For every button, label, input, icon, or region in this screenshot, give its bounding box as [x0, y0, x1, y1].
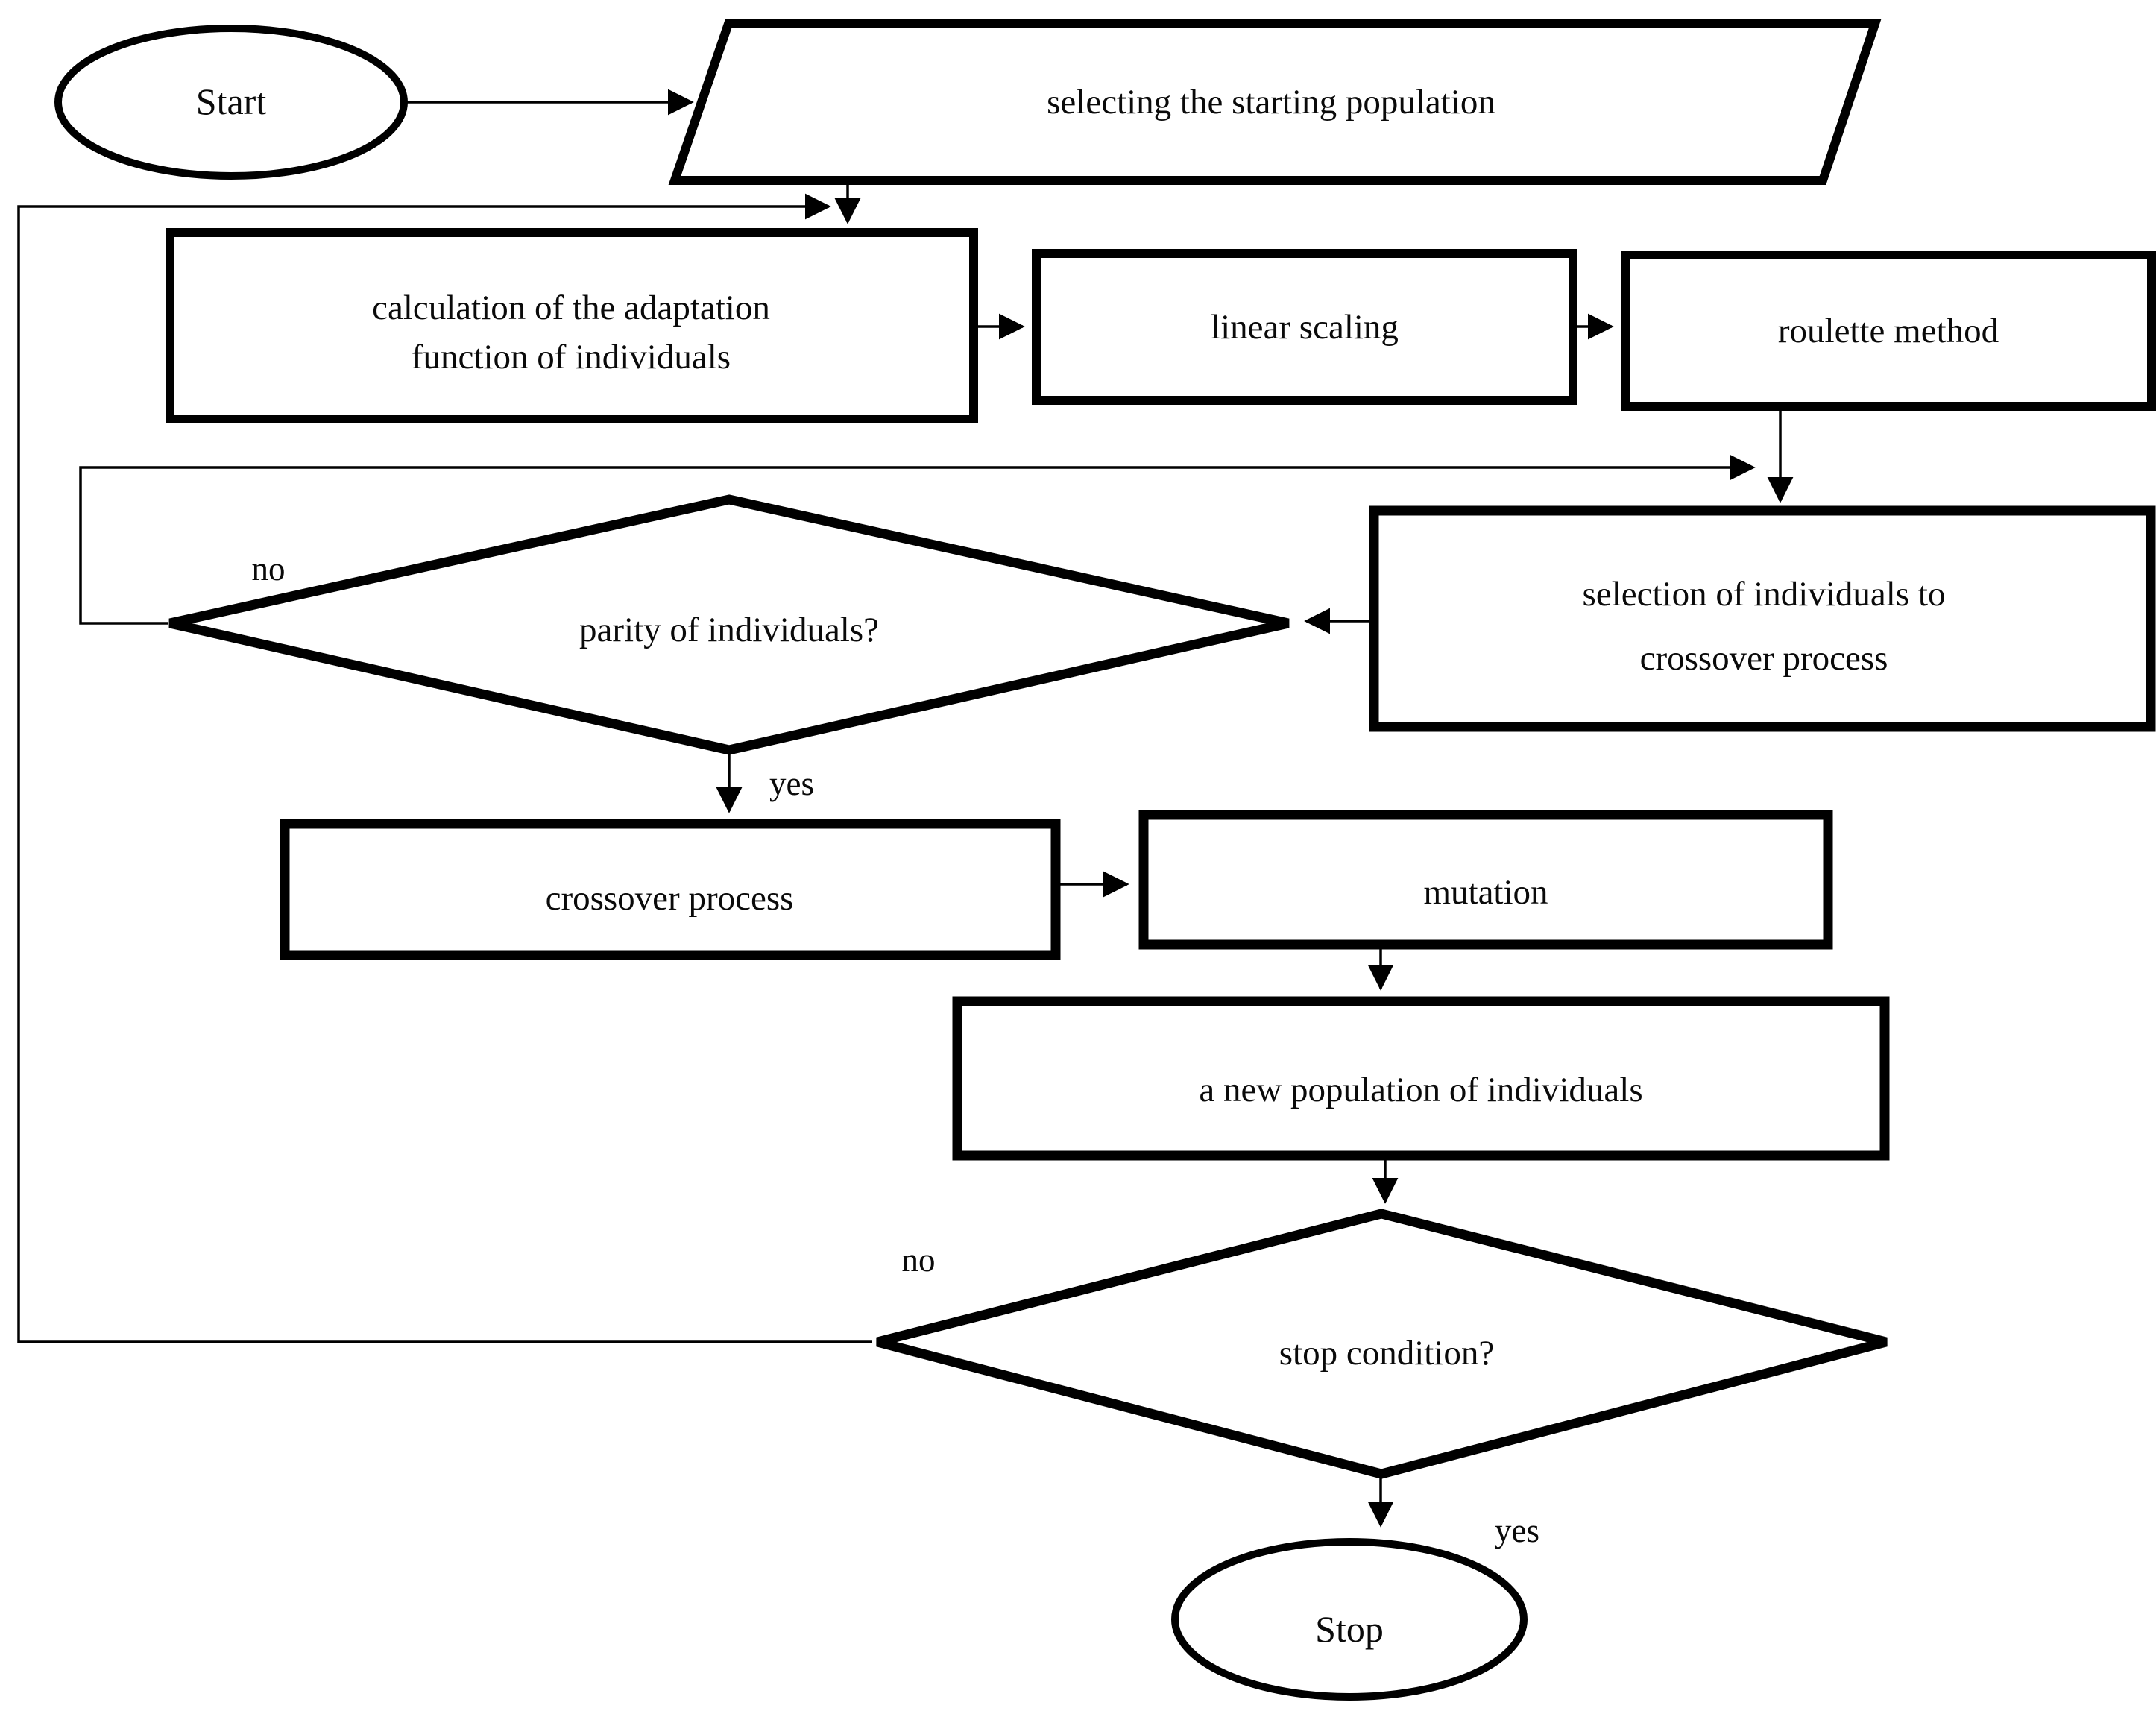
stop-decision-label: stop condition? [1279, 1334, 1495, 1373]
parity-yes-label: yes [769, 765, 814, 802]
select-population-parallelogram [668, 19, 1882, 185]
start-terminator [54, 25, 408, 180]
loop-stop-no-return [17, 193, 872, 1343]
new-population-label: a new population of individuals [1199, 1071, 1642, 1109]
selection-individuals-box [1369, 505, 2156, 732]
stop-no-label: no [902, 1241, 936, 1279]
calc-adaptation-box [166, 228, 978, 423]
start-label: Start [196, 81, 267, 122]
linear-scaling-box [1032, 249, 1577, 405]
stop-terminator [1171, 1538, 1528, 1701]
select-population-label: selecting the starting population [1047, 83, 1495, 122]
stop-yes-label: yes [1495, 1512, 1539, 1549]
crossover-label: crossover process [546, 879, 794, 918]
loop-parity-no-return [79, 454, 1756, 625]
parity-no-label: no [252, 550, 286, 587]
parity-decision-label: parity of individuals? [579, 611, 879, 649]
mutation-label: mutation [1423, 873, 1548, 912]
mutation-box [1138, 810, 1833, 950]
roulette-method-box [1621, 251, 2156, 411]
parity-decision-diamond [168, 494, 1290, 755]
calc-adaptation-label-line2: function of individuals [412, 338, 731, 377]
linear-scaling-label: linear scaling [1211, 308, 1399, 347]
roulette-method-label: roulette method [1778, 312, 1999, 350]
calc-adaptation-label-line1: calculation of the adaptation [372, 289, 770, 327]
stop-label: Stop [1315, 1608, 1384, 1650]
selection-individuals-label-line2: crossover process [1640, 639, 1888, 678]
selection-individuals-label-line1: selection of individuals to [1583, 575, 1946, 614]
new-population-box [952, 996, 1890, 1161]
stop-decision-diamond [876, 1209, 1888, 1479]
crossover-box [280, 819, 1061, 960]
